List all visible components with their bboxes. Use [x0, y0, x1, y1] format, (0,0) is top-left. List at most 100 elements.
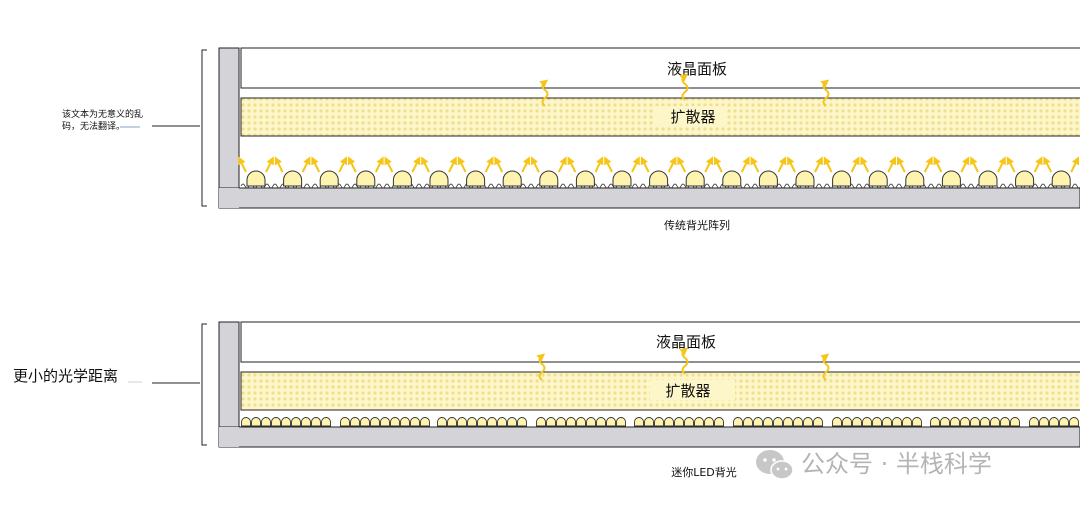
- led-chip: [905, 170, 925, 187]
- led-chip: [283, 170, 303, 187]
- bottom-mini-led-array: [241, 417, 1079, 427]
- mini-led-chip: [420, 417, 430, 427]
- mini-led-chip: [813, 417, 823, 427]
- led-chip: [1015, 170, 1035, 187]
- mini-led-chip: [753, 417, 763, 427]
- mini-led-chip: [1069, 417, 1079, 427]
- light-ray-arrow: [887, 156, 896, 173]
- mini-led-chip: [950, 417, 960, 427]
- mini-led-chip: [1049, 417, 1059, 427]
- mini-led-chip: [437, 417, 447, 427]
- traditional-backlight-section: 该文本为无意义的乱 码，无法翻译。 液晶面板 扩散器 传统背光阵列: [62, 47, 1080, 232]
- top-diffuser-label: 扩散器: [670, 108, 715, 126]
- light-ray-arrow: [301, 156, 311, 173]
- light-ray-arrow: [714, 156, 723, 173]
- light-ray-arrow: [777, 156, 787, 173]
- led-chip: [502, 170, 522, 187]
- top-frame-corner: [219, 188, 239, 208]
- mini-led-chip: [1039, 417, 1049, 427]
- light-ray-arrow: [923, 156, 933, 173]
- light-ray-arrow: [933, 156, 943, 173]
- mini-led-chip: [902, 417, 912, 427]
- light-ray-arrow: [274, 156, 284, 173]
- transmit-arrow: [820, 353, 830, 381]
- transmit-arrow: [536, 353, 546, 381]
- led-chip: [429, 170, 449, 187]
- mini-led-chip: [251, 417, 261, 427]
- mini-led-chip: [664, 417, 674, 427]
- mini-led-chip: [566, 417, 576, 427]
- light-ray-arrow: [348, 156, 357, 173]
- mini-led-chip: [517, 417, 527, 427]
- mini-led-chip: [576, 417, 586, 427]
- mini-led-chip: [340, 417, 350, 427]
- led-chip: [539, 170, 559, 187]
- top-side-note-line1: 该文本为无意义的乱: [62, 108, 143, 120]
- light-ray-arrow: [997, 156, 1006, 173]
- light-ray-arrow: [1043, 156, 1053, 173]
- mini-led-chip: [714, 417, 724, 427]
- light-ray-arrow: [897, 156, 906, 173]
- mini-led-chip: [852, 417, 862, 427]
- led-chip: [246, 170, 266, 187]
- bottom-frame-base: [218, 426, 1080, 448]
- mini-led-chip: [704, 417, 714, 427]
- light-ray-arrow: [594, 156, 604, 173]
- top-led-array: [238, 156, 1080, 189]
- bottom-lcd-label: 液晶面板: [656, 333, 716, 351]
- led-chip: [356, 170, 376, 187]
- led-chip: [978, 170, 998, 187]
- mini-led-chip: [447, 417, 457, 427]
- light-ray-arrow: [604, 156, 613, 173]
- top-caption: 传统背光阵列: [664, 218, 730, 232]
- mini-led-chip: [616, 417, 626, 427]
- top-frame-base: [218, 187, 1080, 209]
- light-ray-arrow: [521, 156, 530, 173]
- mini-led-chip: [892, 417, 902, 427]
- mini-led-chip: [261, 417, 271, 427]
- mini-led-chip: [832, 417, 842, 427]
- light-ray-arrow: [814, 156, 823, 173]
- light-ray-arrow: [1033, 156, 1043, 173]
- mini-led-chip: [467, 417, 477, 427]
- light-ray-arrow: [1006, 156, 1016, 173]
- mini-led-chip: [980, 417, 990, 427]
- mini-led-chip: [930, 417, 940, 427]
- mini-led-chip: [497, 417, 507, 427]
- light-ray-arrow: [384, 156, 394, 173]
- mini-led-chip: [882, 417, 892, 427]
- light-ray-arrow: [970, 156, 979, 173]
- top-bracket: [201, 49, 207, 207]
- bottom-transmit-arrows: [536, 347, 830, 381]
- led-chip: [832, 170, 852, 187]
- light-ray-arrow: [338, 156, 347, 173]
- mini-led-chip: [783, 417, 793, 427]
- light-ray-arrow: [484, 156, 494, 173]
- mini-led-chip: [654, 417, 664, 427]
- light-ray-arrow: [411, 156, 421, 173]
- mini-led-chip: [370, 417, 380, 427]
- light-ray-arrow: [960, 156, 970, 173]
- transmit-arrow: [679, 347, 689, 375]
- transmit-arrow: [820, 79, 830, 107]
- mini-led-chip: [606, 417, 616, 427]
- light-ray-arrow: [740, 156, 750, 173]
- led-chip: [868, 170, 888, 187]
- mini-led-chip: [743, 417, 753, 427]
- light-ray-arrow: [265, 156, 274, 173]
- light-ray-arrow: [823, 156, 833, 173]
- led-chip: [575, 170, 595, 187]
- mini-led-chip: [763, 417, 773, 427]
- mini-led-chip: [773, 417, 783, 427]
- bottom-bracket: [201, 323, 207, 446]
- mini-led-chip: [457, 417, 467, 427]
- mini-led-chip: [990, 417, 1000, 427]
- light-ray-arrow: [750, 156, 760, 173]
- mini-led-chip: [241, 417, 251, 427]
- led-chip: [319, 170, 339, 187]
- mini-led-chip: [586, 417, 596, 427]
- mini-led-chip: [644, 417, 654, 427]
- mini-led-chip: [291, 417, 301, 427]
- top-side-note-line2: 码，无法翻译。: [62, 120, 125, 132]
